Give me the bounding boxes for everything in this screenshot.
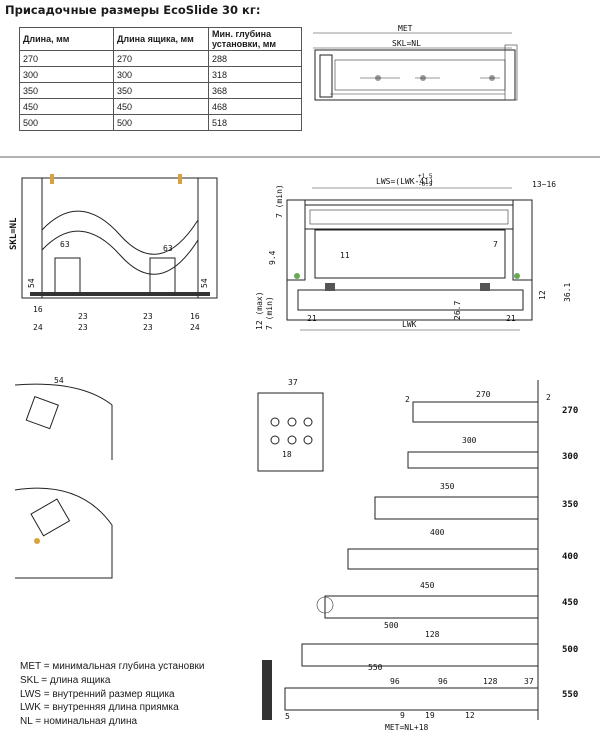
dim-23: 23 <box>143 323 153 332</box>
lws-label: LWS=(LWK-41) <box>376 177 434 186</box>
hole-pattern-detail: 37 18 <box>257 378 324 472</box>
dim-7min: 7 (min) <box>275 184 284 218</box>
dim-2: 2 <box>405 395 410 404</box>
dim-300: 300 <box>462 436 477 445</box>
dim-16-right: 16 <box>190 312 200 321</box>
drawer-top-view: MET SKL=NL <box>313 24 518 101</box>
dim-500: 500 <box>384 621 399 630</box>
dim-37: 37 <box>524 677 534 686</box>
table-row: 270 270 288 <box>19 50 302 67</box>
dim-400: 400 <box>430 528 445 537</box>
table-cell: 518 <box>208 114 302 131</box>
skl-side-label: SKL=NL <box>9 217 19 250</box>
dim-23: 23 <box>78 323 88 332</box>
dim-450: 450 <box>420 581 435 590</box>
column-header-drawer-length: Длина ящика, мм <box>113 27 209 51</box>
table-row: 350 350 368 <box>19 82 302 99</box>
section-view: LWS=(LWK-41) +1.5 -0.5 13~16 7 (min) 9.4… <box>255 173 572 331</box>
length-variants: 2 270 2 270 300 300 350 350 400 400 450 … <box>262 380 578 732</box>
dim-54-right: 54 <box>200 278 209 288</box>
hole-height-label: 18 <box>282 450 292 459</box>
dim-2: 2 <box>546 393 551 402</box>
legend-item: NL = номинальная длина <box>20 716 138 728</box>
dim-26-7: 26.7 <box>453 301 462 320</box>
dim-23: 23 <box>143 312 153 321</box>
lwk-label: LWK <box>402 320 417 329</box>
table-header-row: Длина, мм Длина ящика, мм Мин. глубина у… <box>19 27 302 51</box>
length-label-400: 400 <box>562 552 578 562</box>
table-row: 500 500 518 <box>19 114 302 131</box>
length-label-300: 300 <box>562 452 578 462</box>
met-formula: MET=NL+18 <box>385 723 429 732</box>
dim-21-right: 21 <box>506 314 516 323</box>
dim-9: 9 <box>400 711 405 720</box>
skl-label: SKL=NL <box>392 39 421 48</box>
dim-96: 96 <box>438 677 448 686</box>
column-header-length: Длина, мм <box>19 27 114 51</box>
column-header-min-depth: Мин. глубина установки, мм <box>208 27 302 51</box>
dim-63-right: 63 <box>163 244 173 253</box>
dim-23: 23 <box>78 312 88 321</box>
dim-12max: 12 (max) <box>255 291 264 330</box>
clip-detail: 54 <box>14 376 113 579</box>
dim-96: 96 <box>390 677 400 686</box>
legend-item: LWK = внутренняя длина приямка <box>20 702 179 714</box>
dim-54-left: 54 <box>27 278 36 288</box>
range-label: 13~16 <box>532 180 556 189</box>
dim-24-right: 24 <box>190 323 200 332</box>
length-label-270: 270 <box>562 406 578 416</box>
legend-item: SKL = длина ящика <box>20 674 111 686</box>
tol-up: +1.5 <box>418 173 433 180</box>
length-label-450: 450 <box>562 598 578 608</box>
length-label-500: 500 <box>562 645 578 655</box>
dim-63-left: 63 <box>60 240 70 249</box>
dim-54-detail: 54 <box>54 376 64 385</box>
dim-128: 128 <box>425 630 440 639</box>
met-label: MET <box>398 24 413 33</box>
dim-550: 550 <box>368 663 383 672</box>
dimensions-table: Длина, мм Длина ящика, мм Мин. глубина у… <box>19 27 302 131</box>
legend-item: MET = минимальная глубина установки <box>20 661 205 672</box>
dim-36-1: 36.1 <box>563 283 572 302</box>
dim-5: 5 <box>285 712 290 721</box>
abbreviation-legend: MET = минимальная глубина установки SKL … <box>20 660 204 729</box>
legend-item: LWS = внутренний размер ящика <box>20 688 175 700</box>
dim-11: 11 <box>340 251 350 260</box>
dim-21-left: 21 <box>307 314 317 323</box>
dim-350: 350 <box>440 482 455 491</box>
dim-9-4: 9.4 <box>268 250 277 265</box>
dim-24-left: 24 <box>33 323 43 332</box>
page-title: Присадочные размеры EcoSlide 30 кг: <box>5 3 261 17</box>
tol-down: -0.5 <box>418 181 433 188</box>
dim-7min-bottom: 7 (min) <box>265 296 274 330</box>
length-label-350: 350 <box>562 500 578 510</box>
dim-12: 12 <box>538 290 547 300</box>
dim-270: 270 <box>476 390 491 399</box>
hole-width-label: 37 <box>288 378 298 387</box>
length-label-550: 550 <box>562 690 578 700</box>
dim-12: 12 <box>465 711 475 720</box>
front-view: SKL=NL 63 63 54 54 16 16 23 23 23 23 24 … <box>9 174 218 332</box>
dim-16-left: 16 <box>33 305 43 314</box>
dim-7: 7 <box>493 240 498 249</box>
dim-128: 128 <box>483 677 498 686</box>
dim-19: 19 <box>425 711 435 720</box>
